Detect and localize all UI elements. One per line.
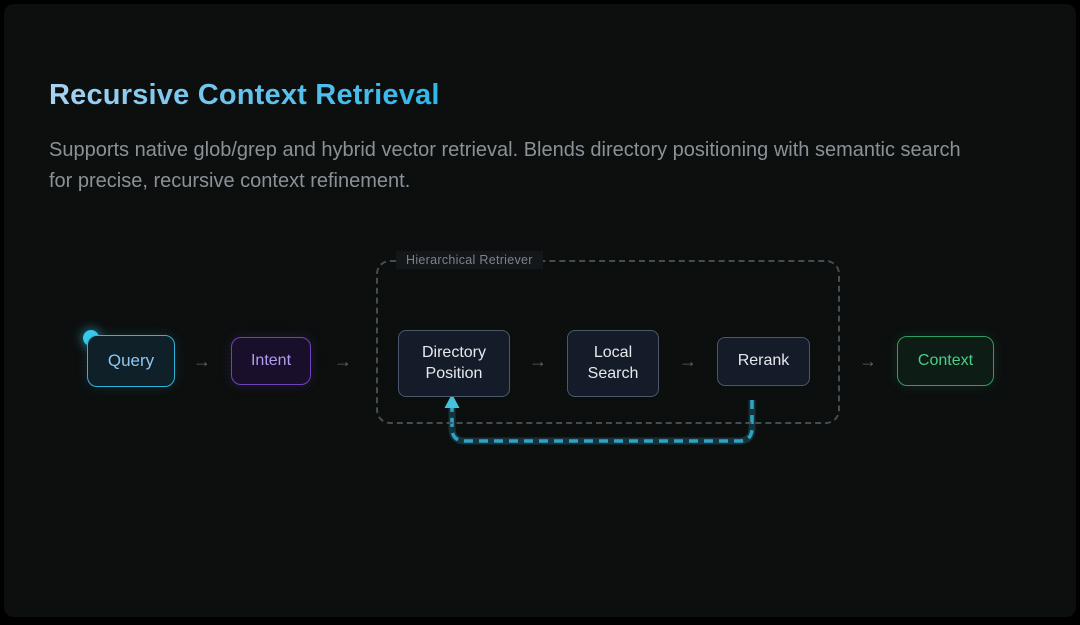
page-subtitle: Supports native glob/grep and hybrid vec… [49, 139, 961, 192]
node-query-label: Query [107, 350, 155, 370]
arrow-right-icon: → [859, 350, 877, 371]
node-query: Query [87, 335, 175, 387]
arrow-right-icon: → [334, 350, 352, 371]
hierarchical-retriever-group [376, 260, 840, 424]
arrow-right-icon: → [193, 350, 211, 371]
slide-background: Recursive Context Retrieval Supports nat… [4, 4, 1076, 617]
node-local-search: Local Search [567, 330, 659, 397]
arrow-right-icon: → [679, 350, 697, 371]
node-intent-label: Intent [250, 351, 292, 369]
node-context: Context [897, 336, 994, 386]
group-label: Hierarchical Retriever [396, 251, 543, 269]
node-local-search-label: Local Search [587, 343, 639, 382]
node-intent: Intent [231, 337, 311, 385]
node-directory-position: Directory Position [398, 330, 510, 397]
node-rerank: Rerank [717, 337, 810, 386]
node-rerank-label: Rerank [737, 352, 790, 370]
flow-diagram: Hierarchical Retriever Query → Intent → … [4, 4, 1076, 617]
page-title: Recursive Context Retrieval [49, 79, 440, 112]
node-context-label: Context [917, 351, 974, 369]
arrow-right-icon: → [529, 350, 547, 371]
node-directory-position-label: Directory Position [421, 343, 486, 382]
